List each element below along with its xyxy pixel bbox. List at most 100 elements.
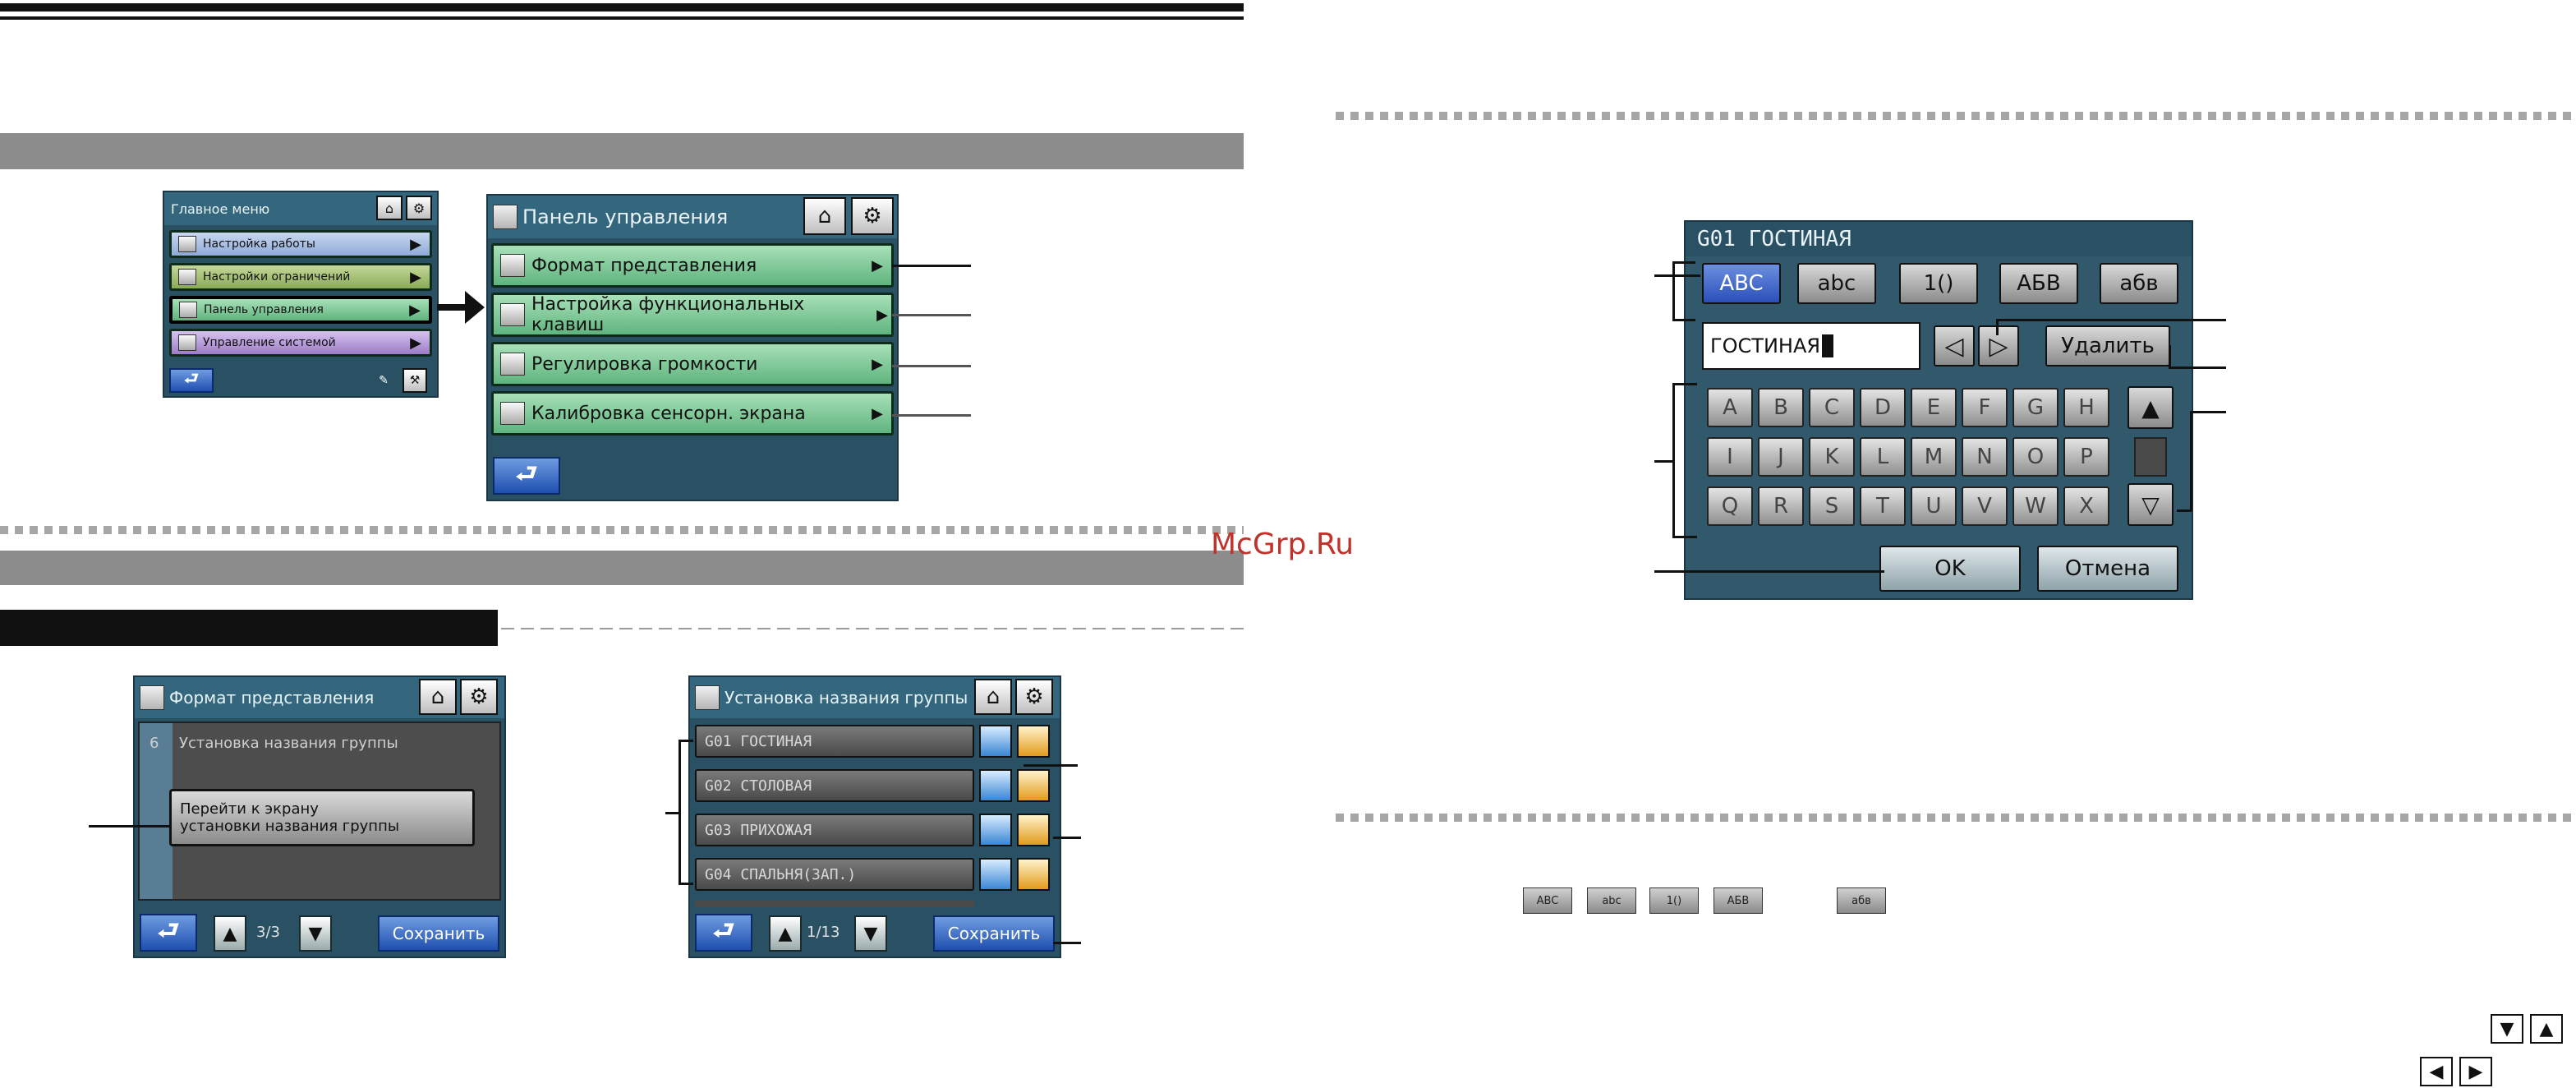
arrow-right-icon: ▶ (876, 306, 888, 324)
page-up-button[interactable]: ▲ (214, 915, 246, 952)
name-input-value: ГОСТИНАЯ (1710, 334, 1821, 357)
function-keys-icon (500, 303, 525, 326)
mode-button-upper-cyrillic[interactable]: АБВ (1999, 263, 2078, 304)
cursor-right-button[interactable]: ▷ (1978, 325, 2019, 367)
callout-line (1654, 570, 1884, 573)
display-format-icon (500, 254, 525, 277)
home-icon[interactable]: ⌂ (974, 679, 1012, 715)
key[interactable]: D (1860, 388, 1906, 427)
name-input[interactable]: ГОСТИНАЯ (1702, 322, 1920, 370)
menu-item-system-management[interactable]: Управление системой ▶ (169, 329, 432, 357)
back-button[interactable]: ⮐ (169, 368, 214, 393)
key[interactable]: F (1962, 388, 2008, 427)
callout-bracket (2190, 411, 2192, 511)
key[interactable]: O (2012, 437, 2058, 477)
watermark: McGrp.Ru (1211, 528, 1355, 561)
key[interactable]: G (2012, 388, 2058, 427)
mode-button-symbols[interactable]: 1() (1899, 263, 1978, 304)
key[interactable]: A (1707, 388, 1753, 427)
keyboard-title: G01 ГОСТИНАЯ (1697, 227, 1852, 251)
back-button[interactable]: ⮐ (140, 914, 197, 952)
menu-item-control-panel[interactable]: Панель управления ▶ (169, 296, 432, 324)
mode-button-upper-latin[interactable]: ABC (1702, 263, 1781, 304)
mode-button-lower-latin[interactable]: abc (1797, 263, 1876, 304)
control-panel-screen: Панель управления ⌂ ⚙ Формат представлен… (486, 194, 899, 501)
key[interactable]: M (1911, 437, 1957, 477)
page-down-button[interactable]: ▼ (854, 915, 887, 952)
key[interactable]: L (1860, 437, 1906, 477)
menu-item-operation-settings[interactable]: Настройка работы ▶ (169, 230, 432, 258)
key[interactable]: T (1860, 486, 1906, 526)
key[interactable]: S (1809, 486, 1855, 526)
section-band-2 (0, 551, 1244, 585)
edit-name-icon[interactable] (979, 725, 1012, 758)
group-row[interactable]: G02 СТОЛОВАЯ (695, 769, 974, 802)
scroll-up-button[interactable]: ▲ (2128, 386, 2174, 429)
page-up-button[interactable]: ▲ (769, 915, 802, 952)
key[interactable]: V (1962, 486, 2008, 526)
edit-name-icon[interactable] (979, 858, 1012, 891)
key[interactable]: N (1962, 437, 2008, 477)
triangle-up-icon: ▲ (2141, 394, 2160, 422)
settings-person-icon[interactable]: ⚙ (1015, 679, 1053, 715)
cursor-left-button[interactable]: ◁ (1934, 325, 1975, 367)
key[interactable]: U (1911, 486, 1957, 526)
cancel-button[interactable]: Отмена (2037, 546, 2178, 592)
legend-mode-lower-latin: abc (1587, 887, 1636, 914)
edit-name-icon[interactable] (979, 769, 1012, 802)
key[interactable]: X (2063, 486, 2109, 526)
legend-mode-symbols: 1() (1649, 887, 1699, 914)
back-button[interactable]: ⮐ (695, 914, 752, 952)
save-button[interactable]: Сохранить (933, 915, 1055, 952)
key[interactable]: R (1758, 486, 1804, 526)
page-down-button[interactable]: ▼ (299, 915, 332, 952)
settings-person-icon[interactable]: ⚙ (851, 197, 894, 235)
back-button[interactable]: ⮐ (493, 457, 560, 495)
key[interactable]: J (1758, 437, 1804, 477)
scroll-down-button[interactable]: ▽ (2128, 483, 2174, 526)
key[interactable]: C (1809, 388, 1855, 427)
home-icon[interactable]: ⌂ (803, 197, 846, 235)
key[interactable]: H (2063, 388, 2109, 427)
arrow-right-icon: ▶ (872, 355, 883, 373)
wrench-icon[interactable]: ⚒ (402, 368, 427, 393)
key[interactable]: Q (1707, 486, 1753, 526)
menu-item-touch-calibration[interactable]: Калибровка сенсорн. экрана ▶ (491, 391, 894, 436)
copy-icon[interactable] (1017, 814, 1050, 846)
menu-item-restrictions[interactable]: Настройки ограничений ▶ (169, 263, 432, 291)
key[interactable]: P (2063, 437, 2109, 477)
menu-item-volume[interactable]: Регулировка громкости ▶ (491, 342, 894, 386)
home-icon[interactable]: ⌂ (376, 196, 402, 220)
group-names-title: Установка названия группы (724, 688, 968, 708)
home-icon[interactable]: ⌂ (419, 679, 457, 715)
copy-icon[interactable] (1017, 858, 1050, 891)
goto-group-name-button[interactable]: Перейти к экрану установки названия груп… (169, 789, 475, 846)
copy-icon[interactable] (1017, 769, 1050, 802)
scroll-track[interactable] (2134, 437, 2167, 477)
triangle-down-icon: ▼ (308, 923, 323, 944)
legend-triangle-down-icon: ▼ (2491, 1014, 2523, 1044)
group-row[interactable]: G04 СПАЛЬНЯ(ЗАП.) (695, 858, 974, 891)
arrow-right-icon: ▶ (410, 235, 421, 253)
menu-item-function-keys[interactable]: Настройка функциональных клавиш ▶ (491, 293, 894, 337)
subsection-dashes (501, 628, 1244, 629)
key[interactable]: E (1911, 388, 1957, 427)
key[interactable]: W (2012, 486, 2058, 526)
delete-button[interactable]: Удалить (2045, 325, 2170, 367)
key[interactable]: K (1809, 437, 1855, 477)
edit-name-icon[interactable] (979, 814, 1012, 846)
item-label: Установка названия группы (179, 735, 398, 752)
mode-button-lower-cyrillic[interactable]: абв (2100, 263, 2178, 304)
save-button[interactable]: Сохранить (378, 915, 499, 952)
legend-triangle-right-icon: ▶ (2459, 1057, 2492, 1086)
key[interactable]: I (1707, 437, 1753, 477)
group-row[interactable]: G03 ПРИХОЖАЯ (695, 814, 974, 846)
menu-item-display-format[interactable]: Формат представления ▶ (491, 243, 894, 288)
key[interactable]: B (1758, 388, 1804, 427)
settings-person-icon[interactable]: ⚙ (460, 679, 498, 715)
brush-icon[interactable]: ✎ (371, 368, 396, 393)
copy-icon[interactable] (1017, 725, 1050, 758)
group-row[interactable]: G01 ГОСТИНАЯ (695, 725, 974, 758)
settings-person-icon[interactable]: ⚙ (406, 196, 432, 220)
ok-button[interactable]: OK (1879, 546, 2021, 592)
